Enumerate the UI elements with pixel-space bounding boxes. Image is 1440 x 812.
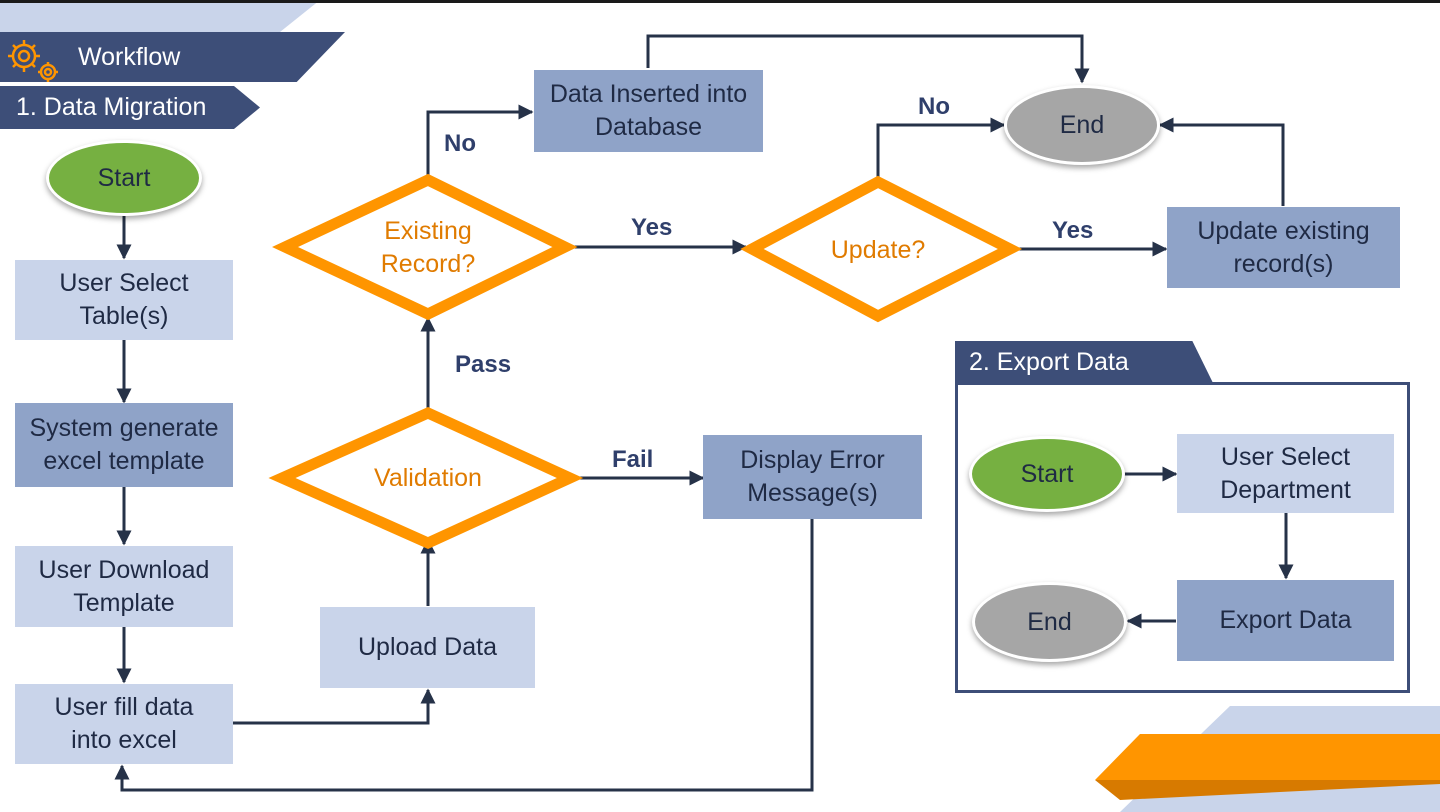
export-end-oval: End <box>972 582 1127 662</box>
update-existing-box: Update existing record(s) <box>1167 207 1400 288</box>
download-template-box: User Download Template <box>15 546 233 627</box>
export-start-label: Start <box>1020 459 1074 488</box>
download-template-label: User Download Template <box>38 555 210 617</box>
start-label: Start <box>97 163 151 192</box>
select-tables-label: User Select Table(s) <box>59 269 189 330</box>
data-inserted-label: Data Inserted into Database <box>549 80 748 141</box>
edge-label-yes-existing: Yes <box>631 214 673 241</box>
gears-icon <box>8 40 58 82</box>
export-data-box: Export Data <box>1177 580 1394 661</box>
arrow-update-to-end <box>876 117 1006 182</box>
select-tables-box: User Select Table(s) <box>15 260 233 340</box>
existing-record-label: Existing Record? <box>380 217 476 278</box>
display-error-label: Display Error Message(s) <box>740 446 885 507</box>
start-oval: Start <box>46 140 202 216</box>
section2-title: 2. Export Data <box>969 347 1129 376</box>
display-error-box: Display Error Message(s) <box>703 435 922 519</box>
arrow-fill-to-upload <box>233 688 436 725</box>
fill-data-label: User fill data into excel <box>54 693 194 754</box>
end-label: End <box>1059 110 1105 139</box>
select-department-label: User Select Department <box>1220 442 1351 504</box>
fill-data-box: User fill data into excel <box>15 684 233 764</box>
section1-title: 1. Data Migration <box>16 93 207 121</box>
update-existing-label: Update existing record(s) <box>1197 216 1370 278</box>
edge-label-fail: Fail <box>612 446 654 473</box>
top-border <box>0 0 1440 3</box>
generate-template-label: System generate excel template <box>29 414 219 475</box>
select-department-box: User Select Department <box>1177 434 1394 513</box>
export-start-oval: Start <box>969 436 1125 512</box>
arrow-error-to-fill <box>114 519 814 792</box>
update-question-label: Update? <box>830 235 926 264</box>
edge-label-yes-update: Yes <box>1052 217 1094 244</box>
generate-template-box: System generate excel template <box>15 403 233 487</box>
section1-banner: 1. Data Migration <box>0 86 260 129</box>
workflow-banner: Workflow <box>0 32 345 82</box>
workflow-title: Workflow <box>78 42 181 71</box>
upload-data-box: Upload Data <box>320 607 535 688</box>
validation-diamond <box>268 406 584 550</box>
arrow-updaterecord-to-end <box>1158 117 1285 206</box>
export-end-label: End <box>1027 607 1072 636</box>
bottom-right-orange-stripe <box>1095 734 1440 780</box>
edge-label-pass: Pass <box>455 351 512 378</box>
data-inserted-box: Data Inserted into Database <box>534 70 763 152</box>
export-panel <box>955 382 1410 693</box>
update-diamond <box>740 175 1023 323</box>
existing-record-diamond <box>272 173 578 321</box>
upload-data-label: Upload Data <box>358 633 497 661</box>
bottom-right-orange-shadow <box>1095 780 1440 800</box>
top-left-accent <box>0 0 320 40</box>
arrow-insert-to-end <box>646 34 1090 84</box>
section2-banner: 2. Export Data <box>955 341 1213 383</box>
edge-label-no-existing: No <box>444 130 476 157</box>
export-data-label: Export Data <box>1219 606 1352 634</box>
arrow-existing-to-insert <box>426 104 534 180</box>
edge-label-no-update: No <box>918 93 950 120</box>
end-oval: End <box>1004 85 1160 165</box>
validation-label: Validation <box>374 463 482 492</box>
